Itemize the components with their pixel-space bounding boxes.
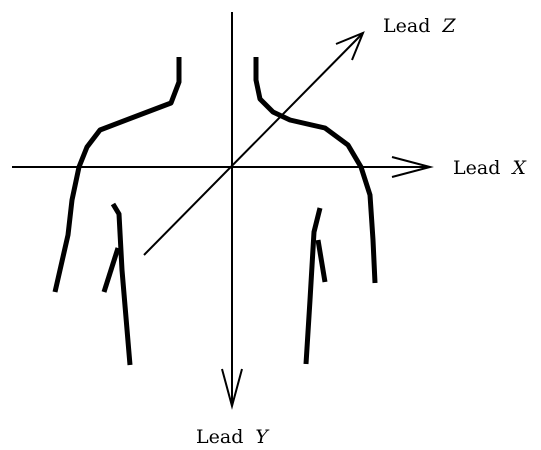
- left-neck-shoulder-line: [52, 57, 182, 293]
- right-arm-short-line: [315, 239, 328, 283]
- lead-z-arrowhead-icon: [335, 31, 365, 61]
- lead-z-axis: [143, 31, 365, 256]
- lead-z-label-prefix: Lead: [383, 15, 430, 37]
- lead-x-label-prefix: Lead: [453, 157, 500, 179]
- lead-y-label: Lead Y: [196, 426, 270, 448]
- lead-y-label-variable: Y: [255, 426, 270, 448]
- left-arm-short-line: [101, 247, 121, 293]
- right-arm-inner-line: [303, 207, 323, 365]
- lead-x-label-variable: X: [510, 157, 527, 179]
- lead-x-axis: [12, 156, 434, 178]
- lead-y-label-prefix: Lead: [196, 426, 243, 448]
- lead-z-label-variable: Z: [441, 15, 456, 37]
- lead-z-label: Lead Z: [383, 15, 456, 37]
- left-arm-inner-line: [110, 202, 133, 366]
- lead-x-arrowhead-icon: [391, 156, 434, 178]
- right-neck-shoulder-line: [253, 57, 378, 284]
- lead-y-axis: [221, 12, 243, 410]
- lead-x-label: Lead X: [453, 157, 527, 179]
- lead-y-arrowhead-icon: [221, 368, 243, 410]
- lead-z-axis-line: [143, 32, 364, 256]
- torso-outline: [52, 57, 378, 366]
